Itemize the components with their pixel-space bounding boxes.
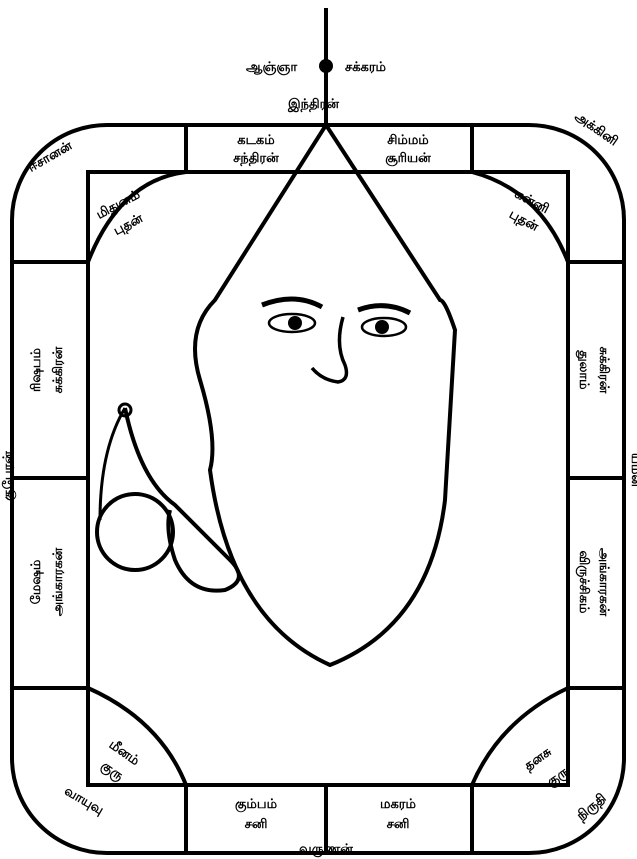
chakra-dot [319, 59, 333, 73]
direction-yaman: யமன் [628, 453, 637, 488]
pupil-left [288, 316, 302, 330]
sign-thanasu: தனசு [522, 744, 555, 774]
planet-puthan-tl: புதன் [111, 211, 146, 239]
planet-sooriyan: சூரியன் [385, 151, 431, 166]
sign-viruchigam: விருச்சிகம் [576, 551, 591, 615]
modakam [97, 494, 173, 570]
planet-sani-l: சனி [245, 817, 268, 832]
sign-kadagam: கடகம் [237, 133, 275, 148]
nose [312, 317, 346, 382]
planet-angaragan-l: அங்காரகன் [51, 547, 66, 616]
direction-akkini: அக்கினி [572, 109, 621, 149]
inner-frame [88, 172, 568, 785]
outer-frame [12, 125, 624, 853]
sign-rishabam: ரிஷபம் [29, 347, 44, 392]
sign-thulam: துலாம் [576, 349, 591, 390]
eyebrow-left [262, 299, 322, 307]
planet-angaragan-r: அங்காரகன் [596, 548, 611, 617]
planet-sukkiran-l: சுக்கிரன் [51, 346, 66, 393]
direction-varunan: வருணன் [299, 842, 353, 857]
eyebrow-right [358, 306, 410, 313]
direction-kuberan: குபேரன் [1, 451, 16, 501]
planet-sani-r: சனி [387, 817, 410, 832]
planet-chandiran: சந்திரன் [233, 151, 279, 166]
sign-mesham: மேஷம் [29, 559, 44, 604]
sign-kumbam: கும்பம் [235, 797, 278, 812]
pupil-right [375, 320, 389, 334]
sign-simmam: சிம்மம் [387, 133, 429, 148]
planet-guru-bl: குரு [98, 758, 126, 784]
chakra-label-left: ஆஞ்ஞா [246, 60, 297, 75]
chakra-label: சக்கரம் [345, 60, 387, 75]
direction-vaayuvu: வாயுவு [61, 784, 106, 818]
sign-magaram: மகரம் [380, 797, 416, 812]
trunk [125, 408, 239, 591]
planet-sukkiran-r: சுக்கிரன் [596, 347, 611, 394]
indiran-label: இந்திரன் [287, 97, 339, 112]
